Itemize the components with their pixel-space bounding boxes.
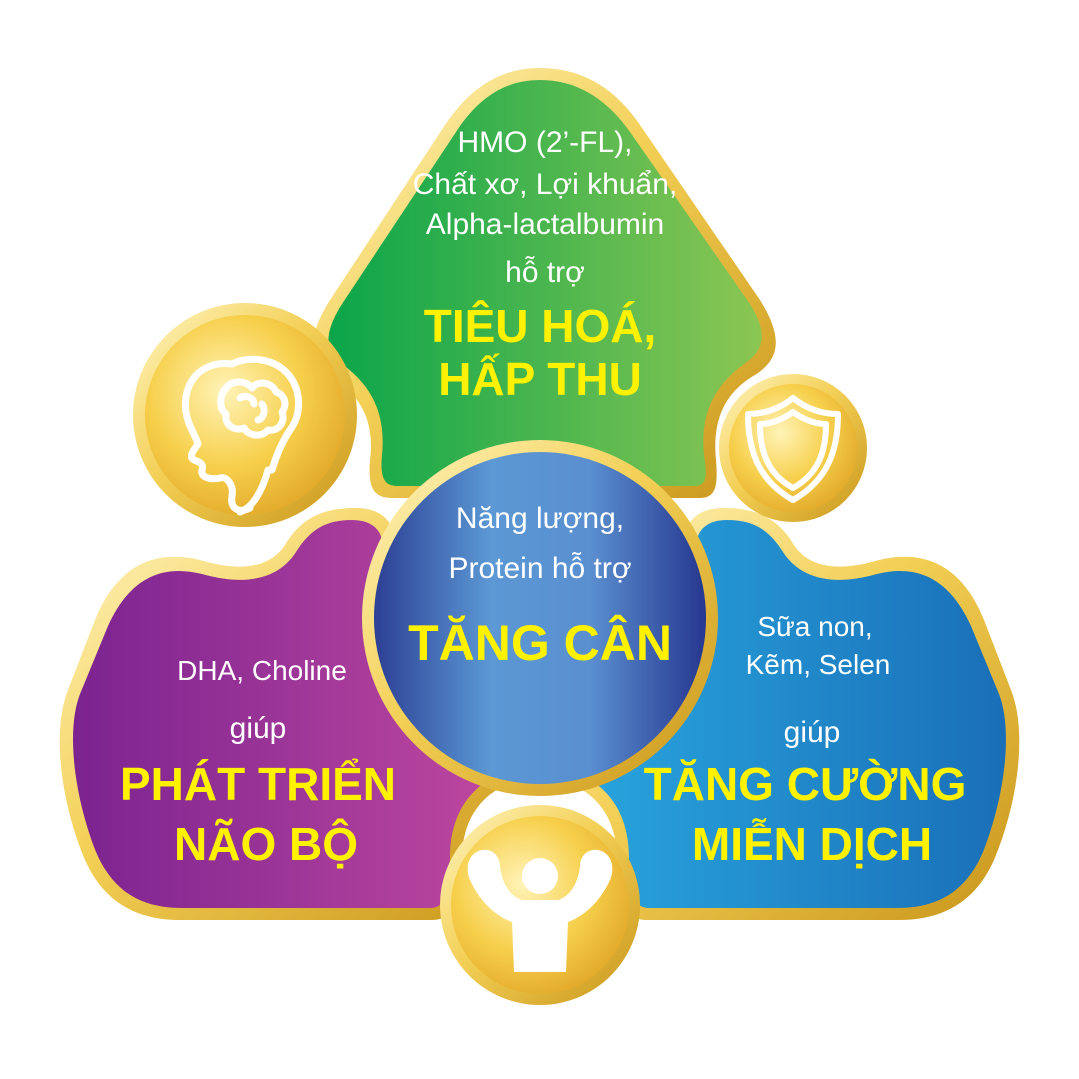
shield-disc [719, 374, 867, 522]
center-text: Năng lượng, Protein hỗ trợ TĂNG CÂN [408, 502, 672, 671]
child-brain-icon [181, 355, 303, 516]
top-ingredients-line3: Alpha-lactalbumin [426, 208, 664, 241]
top-lobe-fill [328, 80, 762, 486]
left-ingredients-line1: DHA, Choline [177, 655, 347, 686]
left-lobe-fill [73, 520, 524, 908]
center-circle-fill [374, 452, 706, 784]
right-ingredients-line1: Sữa non, [757, 611, 872, 642]
left-lobe [59, 508, 537, 920]
top-ingredients-line1: HMO (2’-FL), [458, 126, 633, 159]
top-support-label: hỗ trợ [505, 256, 585, 289]
right-lobe [542, 508, 1020, 920]
left-support-label: giúp [230, 712, 287, 745]
top-lobe [313, 68, 776, 498]
center-line1: Năng lượng, [456, 502, 624, 535]
right-ingredients-line2: Kẽm, Selen [746, 649, 891, 680]
brain-disc [133, 303, 357, 527]
center-line2: Protein hỗ trợ [448, 552, 631, 585]
center-circle [362, 440, 718, 796]
right-text: Sữa non, Kẽm, Selen giúp TĂNG CƯỜNG MIỄN… [644, 611, 967, 870]
top-heading-line2: HẤP THU [438, 353, 642, 405]
top-heading-line1: TIÊU HOÁ, [424, 300, 657, 352]
right-heading-line2: MIỄN DỊCH [692, 818, 932, 870]
top-text: HMO (2’-FL), Chất xơ, Lợi khuẩn, Alpha-l… [413, 126, 677, 405]
right-support-label: giúp [784, 716, 841, 749]
center-heading: TĂNG CÂN [408, 615, 672, 671]
shield-icon [745, 395, 841, 503]
strong-man-icon [467, 849, 613, 972]
top-ingredients-line2: Chất xơ, Lợi khuẩn, [413, 168, 677, 201]
muscle-disc [440, 805, 640, 1005]
right-lobe-fill [555, 520, 1006, 908]
left-heading-line1: PHÁT TRIỂN [120, 758, 396, 810]
left-text: DHA, Choline giúp PHÁT TRIỂN NÃO BỘ [120, 655, 396, 870]
left-heading-line2: NÃO BỘ [174, 818, 358, 870]
right-heading-line1: TĂNG CƯỜNG [644, 758, 967, 810]
